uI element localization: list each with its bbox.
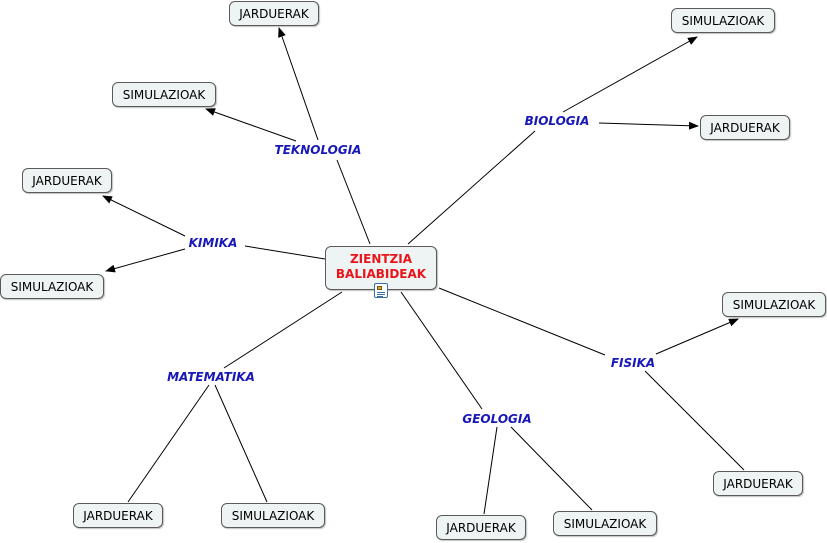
node-teknologia-jarduerak[interactable]: JARDUERAK bbox=[229, 1, 319, 26]
edge-kimika-jarduerak bbox=[102, 195, 186, 237]
edge-fisika-jarduerak bbox=[644, 370, 745, 471]
node-geologia-jarduerak[interactable]: JARDUERAK bbox=[436, 515, 526, 540]
central-concept-line1: ZIENTZIA bbox=[349, 252, 413, 266]
edge-center-biologia bbox=[407, 130, 536, 245]
node-matematika-simulazioak[interactable]: SIMULAZIOAK bbox=[221, 503, 325, 528]
edge-center-geologia bbox=[400, 291, 483, 410]
node-fisika-simulazioak[interactable]: SIMULAZIOAK bbox=[722, 292, 826, 317]
edge-center-kimika bbox=[244, 245, 326, 260]
node-geologia-simulazioak[interactable]: SIMULAZIOAK bbox=[553, 511, 657, 536]
edge-matematika-simulazioak bbox=[214, 384, 268, 503]
link-label-fisika: FISIKA bbox=[608, 356, 658, 370]
link-label-matematika: MATEMATIKA bbox=[165, 370, 257, 384]
node-biologia-jarduerak[interactable]: JARDUERAK bbox=[700, 115, 790, 140]
edge-teknologia-jarduerak bbox=[278, 27, 319, 141]
central-concept-line2: BALIABIDEAK bbox=[335, 267, 427, 281]
edge-teknologia-simulazioak bbox=[205, 108, 297, 142]
node-biologia-simulazioak[interactable]: SIMULAZIOAK bbox=[671, 8, 775, 33]
edge-matematika-jarduerak bbox=[127, 384, 210, 503]
edge-center-teknologia bbox=[336, 159, 371, 245]
edge-center-fisika bbox=[438, 287, 606, 356]
node-matematika-jarduerak[interactable]: JARDUERAK bbox=[73, 503, 163, 528]
edge-center-matematika bbox=[223, 291, 343, 369]
edge-geologia-jarduerak bbox=[483, 426, 498, 515]
node-kimika-jarduerak[interactable]: JARDUERAK bbox=[22, 168, 112, 193]
edge-biologia-jarduerak bbox=[598, 121, 699, 130]
document-icon[interactable] bbox=[374, 283, 388, 298]
link-label-kimika: KIMIKA bbox=[186, 236, 240, 250]
edge-geologia-simulazioak bbox=[510, 426, 593, 511]
link-label-biologia: BIOLOGIA bbox=[522, 114, 592, 128]
node-fisika-jarduerak[interactable]: JARDUERAK bbox=[713, 471, 803, 496]
edge-biologia-simulazioak bbox=[562, 36, 698, 113]
node-kimika-simulazioak[interactable]: SIMULAZIOAK bbox=[0, 274, 104, 299]
link-label-teknologia: TEKNOLOGIA bbox=[272, 143, 364, 157]
edge-kimika-simulazioak bbox=[105, 248, 186, 273]
link-label-geologia: GEOLOGIA bbox=[460, 412, 534, 426]
node-teknologia-simulazioak[interactable]: SIMULAZIOAK bbox=[112, 82, 216, 107]
edge-fisika-simulazioak bbox=[655, 318, 739, 355]
